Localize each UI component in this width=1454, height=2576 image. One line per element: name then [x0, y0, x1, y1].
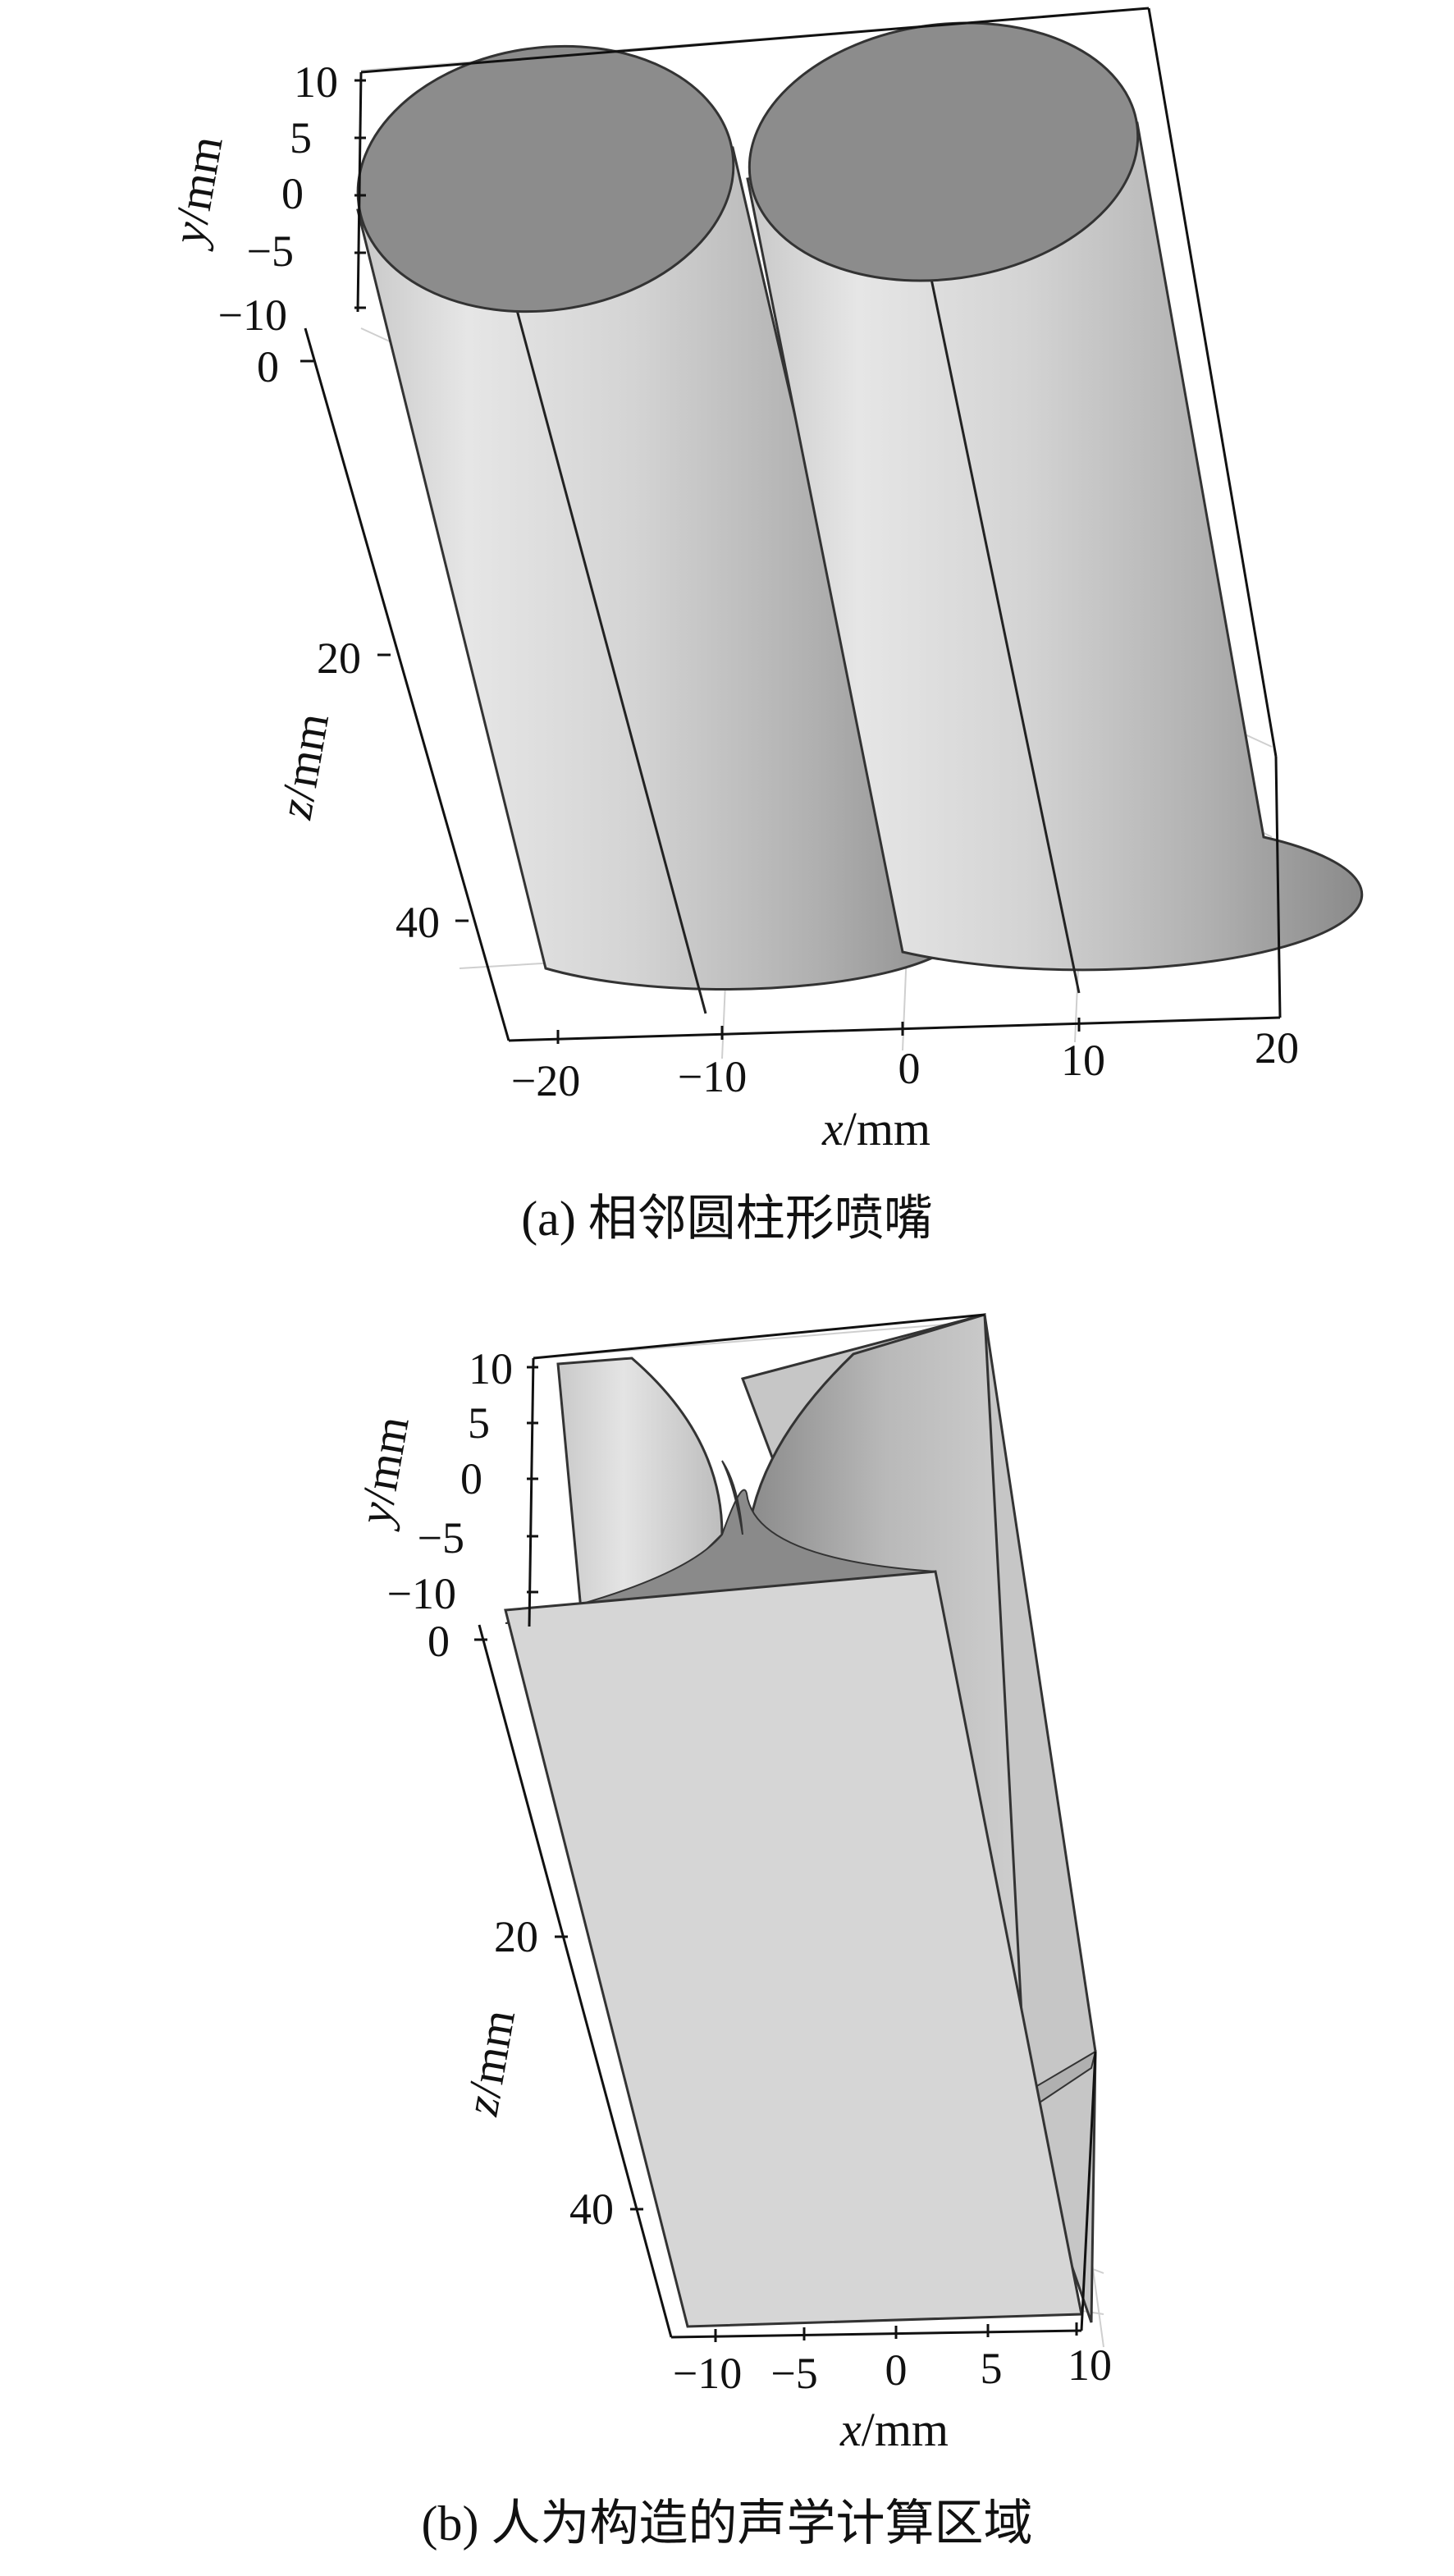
cusp-edge	[721, 1460, 743, 1535]
y-tick-label: −5	[247, 226, 294, 276]
y-axis-label: y/mm	[161, 132, 233, 252]
y-tick-label: 0	[281, 169, 304, 218]
y-tick-label: 10	[294, 57, 338, 107]
panel-b-y-axis: 10 5 0 −5 −10 y/mm	[347, 1344, 538, 1618]
z-tick-label: 40	[396, 898, 440, 947]
panel-a-frame	[304, 7, 1282, 1042]
z-axis-label: z/mm	[268, 709, 340, 823]
x-tick-label: 0	[898, 1044, 921, 1093]
z-tick-label: 20	[494, 1912, 538, 1961]
z-tick-label: 0	[428, 1617, 450, 1666]
x-axis-label: x/mm	[821, 1102, 930, 1155]
y-tick-label: 5	[468, 1398, 490, 1448]
y-tick-label: −10	[218, 291, 287, 340]
x-tick-label: 20	[1255, 1023, 1299, 1073]
y-tick-label: −5	[418, 1513, 464, 1563]
x-tick-label: −5	[770, 2349, 817, 2398]
y-axis-label: y/mm	[347, 1412, 419, 1532]
panel-a-adjacent-cylindrical-nozzles: 10 5 0 −5 −10 y/mm 0 20 40 z/mm −20 −10 …	[0, 0, 1454, 1264]
y-tick-label: −10	[387, 1569, 456, 1618]
panel-b-artificial-acoustic-domain: 10 5 0 −5 −10 y/mm 0 20 40 z/mm −10 −5 0	[0, 1288, 1454, 2576]
right-cylinder	[746, 21, 1364, 994]
panel-b-3d-plot: 10 5 0 −5 −10 y/mm 0 20 40 z/mm −10 −5 0	[347, 1313, 1112, 2456]
x-tick-label: 5	[981, 2344, 1003, 2393]
y-tick-label: 10	[469, 1344, 513, 1393]
x-tick-label: −10	[678, 1052, 747, 1101]
z-axis-label: z/mm	[455, 2006, 526, 2120]
z-tick-label: 40	[569, 2185, 614, 2234]
panel-b-x-axis: −10 −5 0 5 10 x/mm	[673, 2322, 1112, 2456]
y-tick-label: 5	[290, 113, 312, 162]
z-tick-label: 0	[257, 342, 279, 391]
z-tick-label: 20	[317, 634, 361, 683]
panel-a-y-axis: 10 5 0 −5 −10 y/mm	[161, 57, 366, 340]
panel-a-3d-plot: 10 5 0 −5 −10 y/mm 0 20 40 z/mm −20 −10 …	[161, 7, 1364, 1155]
panel-b-frame	[478, 1313, 1097, 2339]
x-tick-label: 10	[1068, 2340, 1112, 2390]
panel-b-caption: (b) 人为构造的声学计算区域	[421, 2496, 1033, 2551]
x-tick-label: −10	[673, 2349, 742, 2398]
x-tick-label: 10	[1061, 1036, 1105, 1085]
x-tick-label: −20	[511, 1056, 580, 1105]
panel-a-x-axis: −20 −10 0 10 20 x/mm	[511, 1018, 1299, 1155]
x-tick-label: 0	[885, 2345, 908, 2395]
panel-a-caption: (a) 相邻圆柱形喷嘴	[521, 1192, 933, 1246]
y-tick-label: 0	[460, 1454, 482, 1503]
x-axis-label: x/mm	[839, 2403, 949, 2456]
